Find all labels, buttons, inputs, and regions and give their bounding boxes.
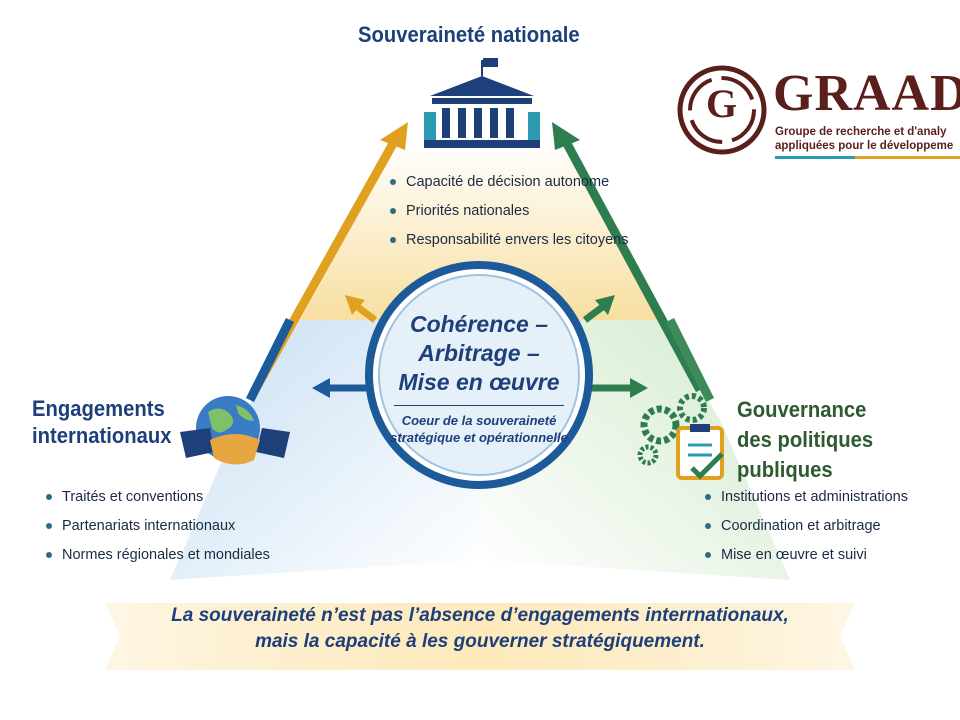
list-item: Capacité de décision autonome	[390, 174, 628, 190]
globe-handshake-icon	[180, 396, 290, 465]
center-circle: Cohérence – Arbitrage – Mise en œuvre Co…	[372, 268, 586, 482]
center-line-1: Cohérence –	[409, 311, 549, 337]
top-region	[300, 140, 660, 320]
list-item: Traités et conventions	[46, 489, 270, 505]
list-item: Normes régionales et mondiales	[46, 547, 270, 563]
list-item: Institutions et administrations	[705, 489, 908, 505]
list-item: Partenariats internationaux	[46, 518, 270, 534]
banner-line-2: mais la capacité à les gouverner stratég…	[255, 631, 705, 652]
center-line-2: Arbitrage –	[418, 340, 540, 366]
list-item: Responsabilité envers les citoyens	[390, 232, 628, 248]
graad-logo-emblem	[677, 65, 767, 155]
center-divider	[394, 405, 564, 406]
list-item: Mise en œuvre et suivi	[705, 547, 908, 563]
top-list: Capacité de décision autonome Priorités …	[390, 174, 628, 261]
center-sub-2: stratégique et opérationnelle	[390, 430, 568, 445]
right-list: Institutions et administrations Coordina…	[705, 489, 908, 576]
banner-ribbon	[105, 603, 855, 670]
banner-quote: La souveraineté n’est pas l’absence d’en…	[120, 603, 840, 655]
logo-name: GRAAD	[773, 65, 960, 122]
top-title: Souveraineté nationale	[358, 22, 580, 47]
left-list: Traités et conventions Partenariats inte…	[46, 489, 270, 576]
banner-line-1: La souveraineté n’est pas l’absence d’en…	[171, 605, 789, 626]
center-sub-1: Coeur de la souveraineté	[401, 413, 557, 428]
center-line-3: Mise en œuvre	[398, 369, 560, 395]
logo-subtitle-1: Groupe de recherche et d'analy	[775, 126, 947, 138]
gears-clipboard-icon	[637, 393, 724, 480]
list-item: Priorités nationales	[390, 203, 628, 219]
list-item: Coordination et arbitrage	[705, 518, 908, 534]
logo-letter: G	[706, 81, 739, 126]
logo-subtitle-2: appliquées pour le développeme	[775, 140, 954, 152]
government-building-icon	[424, 58, 540, 148]
